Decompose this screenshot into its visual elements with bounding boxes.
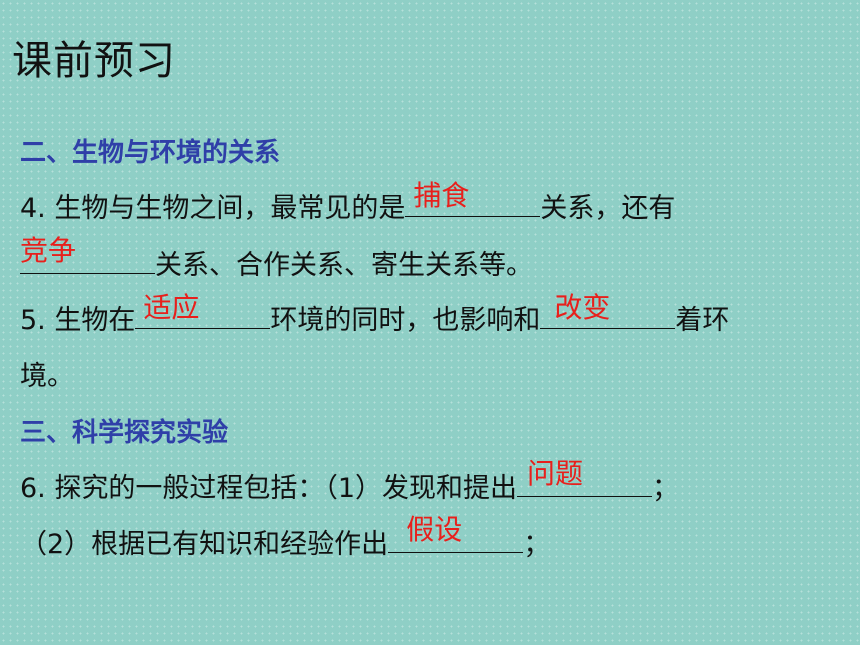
q4-blank-2: 竞争 — [20, 234, 155, 274]
q6-prefix: 6. 探究的一般过程包括：（1）发现和提出 — [20, 473, 518, 504]
question-6-line-2: （2）根据已有知识和经验作出假设 ； — [20, 513, 551, 561]
section-heading-3: 三、科学探究实验 — [20, 418, 229, 448]
question-5-line-2: 境。 — [20, 354, 74, 393]
q6-prefix-2: （2）根据已有知识和经验作出 — [20, 529, 389, 560]
q5-blank-2: 改变 — [540, 291, 676, 329]
q4-mid-2: 关系、合作关系、寄生关系等。 — [155, 250, 533, 281]
q5-answer-1: 适应 — [143, 291, 200, 324]
q5-prefix: 5. 生物在 — [20, 305, 136, 336]
question-5-line-1: 5. 生物在适应 环境的同时，也影响和改变 着环 — [20, 291, 730, 337]
question-4-line-1: 4. 生物与生物之间，最常见的是捕食 关系，还有 — [20, 179, 676, 225]
q6-end-1: ； — [652, 473, 680, 504]
q6-answer-1: 问题 — [527, 457, 584, 490]
q6-end-2: ； — [523, 529, 551, 560]
question-6-line-1: 6. 探究的一般过程包括：（1）发现和提出问题 ； — [20, 457, 680, 505]
q4-prefix: 4. 生物与生物之间，最常见的是 — [20, 193, 406, 224]
q5-cont: 境。 — [20, 361, 74, 392]
question-4-line-2: 竞争 关系、合作关系、寄生关系等。 — [20, 234, 533, 282]
slide-title: 课前预习 — [12, 38, 176, 84]
section-heading-2: 二、生物与环境的关系 — [20, 138, 281, 168]
q6-blank-1: 问题 — [517, 457, 653, 497]
q6-answer-2: 假设 — [406, 513, 463, 546]
q4-answer-2: 竞争 — [20, 234, 77, 267]
q6-blank-2: 假设 — [388, 513, 524, 553]
q4-blank-1: 捕食 — [405, 179, 541, 217]
q5-blank-1: 适应 — [135, 291, 271, 329]
q4-mid-1: 关系，还有 — [540, 193, 676, 224]
q5-mid-2: 着环 — [675, 305, 730, 336]
q5-mid-1: 环境的同时，也影响和 — [270, 305, 541, 336]
q5-answer-2: 改变 — [554, 291, 611, 324]
q4-answer-1: 捕食 — [413, 179, 470, 212]
